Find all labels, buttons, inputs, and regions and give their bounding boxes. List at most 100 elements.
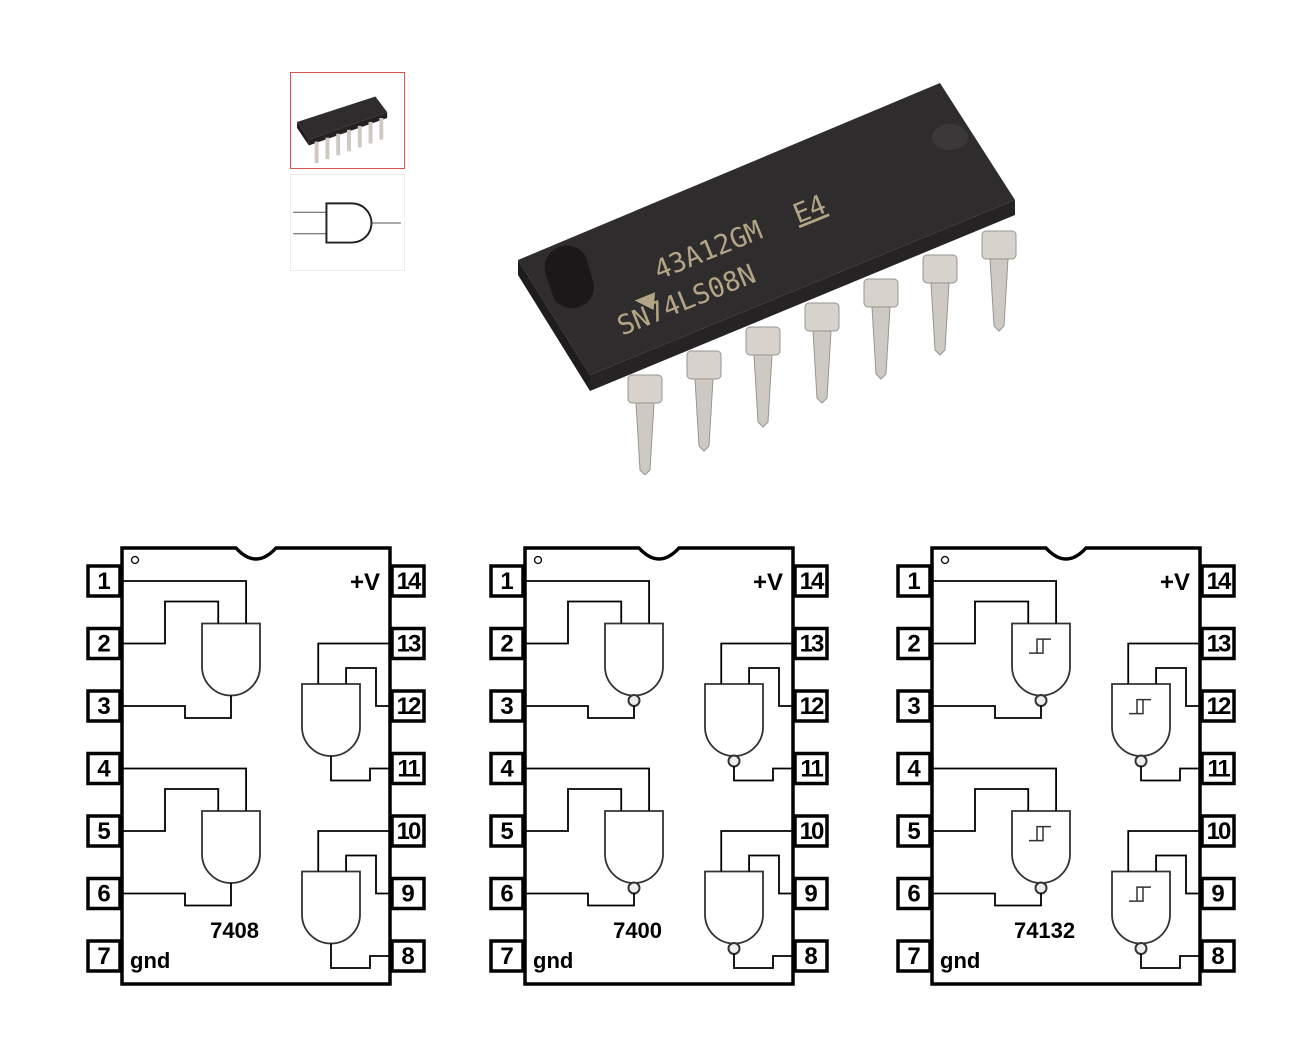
pin-box-left bbox=[86, 564, 122, 598]
pin-box-left bbox=[896, 689, 932, 723]
pin1-marker bbox=[130, 555, 140, 565]
pin-box-right bbox=[390, 939, 426, 973]
inverter-bubble bbox=[627, 694, 641, 707]
pin-number-right: 8 bbox=[401, 943, 414, 970]
nand-gate bbox=[1111, 870, 1171, 955]
pin-box-right bbox=[390, 751, 426, 786]
nand-gate bbox=[1011, 622, 1071, 707]
wire bbox=[1127, 642, 1200, 684]
chip-pin bbox=[686, 350, 722, 452]
thumbnail-chip-photo[interactable] bbox=[290, 72, 405, 169]
pin-number-right: 11 bbox=[1207, 756, 1230, 783]
pin1-marker bbox=[940, 555, 950, 565]
pin-box-right bbox=[793, 626, 829, 661]
inverter-bubble bbox=[727, 754, 741, 768]
chip-pin bbox=[922, 254, 958, 356]
wire bbox=[733, 953, 793, 969]
schmitt-trigger-icon bbox=[1029, 825, 1051, 842]
pin-box-left bbox=[86, 689, 122, 723]
pin-box-right bbox=[1200, 564, 1236, 598]
wire bbox=[317, 830, 390, 872]
chip-pin bbox=[981, 230, 1017, 332]
wire bbox=[932, 580, 1057, 624]
wire bbox=[1127, 830, 1200, 872]
pin-number-left: 3 bbox=[97, 693, 110, 720]
pin-number-left: 7 bbox=[907, 943, 920, 970]
pin-number-left: 5 bbox=[97, 818, 110, 845]
pin-number-left: 4 bbox=[907, 756, 921, 783]
pin-box-right bbox=[1200, 814, 1236, 848]
nand-gate bbox=[704, 870, 764, 955]
wire bbox=[525, 767, 650, 811]
pin-number-right: 13 bbox=[1207, 631, 1231, 658]
thumbnail-and-gate[interactable] bbox=[290, 174, 405, 271]
pin-number-right: 12 bbox=[397, 693, 421, 720]
pin-box-right bbox=[793, 689, 829, 723]
wire bbox=[122, 883, 232, 907]
pin-box-left bbox=[896, 939, 932, 973]
and-gate bbox=[201, 810, 261, 884]
and-gate-icon bbox=[293, 202, 401, 244]
pin-box-left bbox=[896, 626, 932, 661]
pin-number-right: 8 bbox=[804, 943, 817, 970]
inverter-bubble bbox=[1034, 881, 1048, 895]
pin-number-left: 6 bbox=[97, 881, 110, 908]
nand-gate bbox=[604, 622, 664, 707]
wire bbox=[525, 580, 650, 624]
wire bbox=[1155, 854, 1200, 895]
chip-pin bbox=[863, 278, 899, 380]
wire bbox=[932, 600, 1030, 645]
inverter-bubble bbox=[627, 881, 641, 895]
pin-box-right bbox=[390, 626, 426, 661]
pin-number-left: 3 bbox=[500, 693, 513, 720]
chip-pin bbox=[627, 374, 663, 476]
gnd-label: gnd bbox=[533, 948, 573, 973]
pin-number-right: 14 bbox=[1207, 568, 1232, 595]
nand-gate bbox=[604, 810, 664, 895]
pin-box-left bbox=[86, 626, 122, 661]
vcc-label: +V bbox=[350, 569, 380, 596]
pin-box-left bbox=[489, 939, 525, 973]
schmitt-trigger-icon bbox=[1029, 638, 1051, 654]
wire bbox=[525, 892, 635, 907]
wire bbox=[932, 705, 1042, 719]
pin-box-left bbox=[896, 876, 932, 911]
pin-box-right bbox=[390, 689, 426, 723]
wire bbox=[317, 642, 390, 684]
pin-box-left bbox=[489, 689, 525, 723]
pin1-dot bbox=[932, 124, 968, 150]
wire bbox=[748, 854, 793, 895]
pin-number-left: 5 bbox=[500, 818, 513, 845]
pin-number-left: 1 bbox=[907, 568, 920, 595]
and-gate bbox=[301, 870, 361, 945]
vcc-label: +V bbox=[1160, 569, 1190, 596]
pin-box-right bbox=[390, 876, 426, 911]
nand-gate bbox=[1111, 683, 1171, 768]
pin-number-right: 9 bbox=[401, 881, 414, 908]
pin-box-right bbox=[793, 751, 829, 786]
wire bbox=[525, 788, 623, 832]
ti-logo-icon bbox=[634, 292, 656, 311]
pin-box-left bbox=[86, 876, 122, 911]
wire bbox=[1155, 667, 1200, 707]
pin1-marker bbox=[533, 555, 543, 565]
wire bbox=[932, 767, 1057, 811]
nand-gate bbox=[1011, 810, 1071, 895]
pin-number-left: 4 bbox=[500, 756, 514, 783]
inverter-bubble bbox=[1134, 942, 1148, 955]
wire bbox=[330, 756, 390, 782]
wire bbox=[122, 788, 220, 832]
pin-box-left bbox=[896, 814, 932, 848]
pin-number-right: 10 bbox=[1207, 818, 1231, 845]
pin-box-left bbox=[86, 814, 122, 848]
wire bbox=[122, 767, 247, 811]
pin-box-left bbox=[489, 751, 525, 786]
pin-box-right bbox=[1200, 939, 1236, 973]
wire bbox=[330, 943, 390, 969]
chip-pin bbox=[804, 302, 840, 404]
pin-number-left: 2 bbox=[907, 631, 920, 658]
schmitt-trigger-icon bbox=[1129, 698, 1151, 715]
pin-number-left: 2 bbox=[500, 631, 513, 658]
